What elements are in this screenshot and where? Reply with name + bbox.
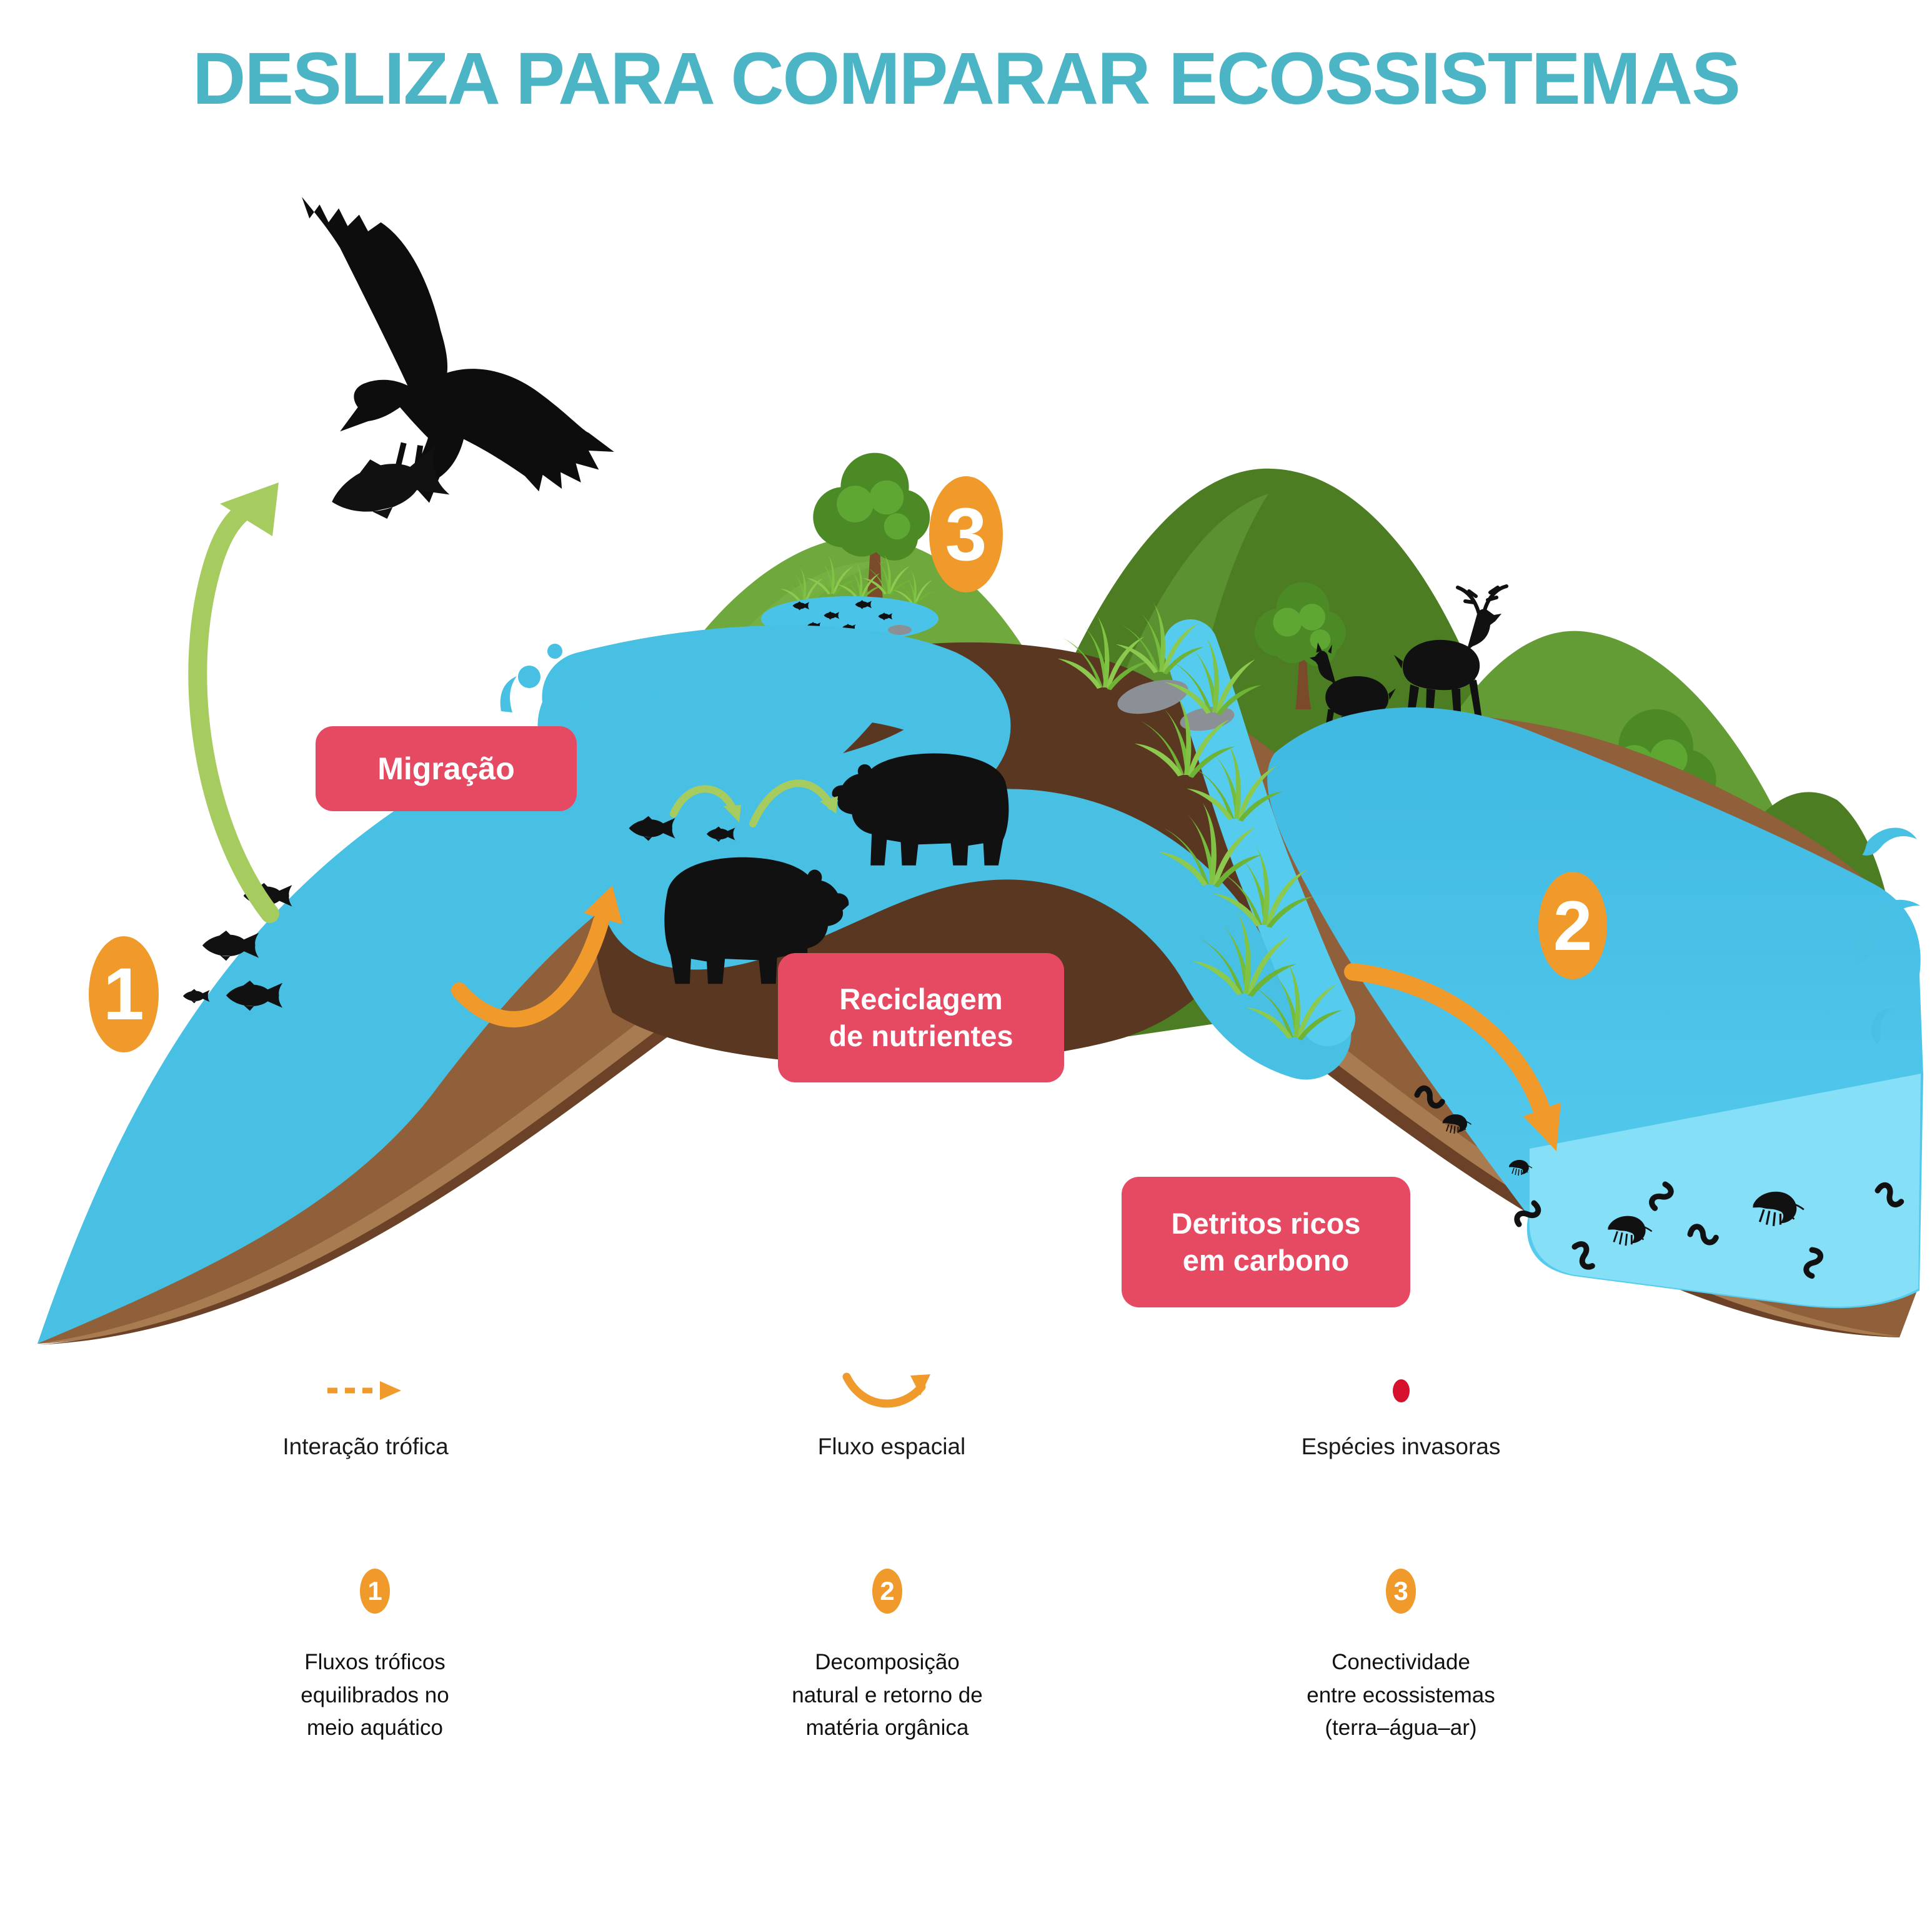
spatial-flow-arrow-left xyxy=(451,886,622,1027)
waterfall-splash-icon xyxy=(500,644,657,737)
label-carbon-detritus: Detritos ricos em carbono xyxy=(1122,1177,1410,1307)
legend-item-trophic: Interação trófica xyxy=(234,1356,497,1460)
page-title: DESLIZA PARA COMPARAR ECOSSISTEMAS xyxy=(192,37,1741,120)
osprey-icon xyxy=(302,197,614,532)
note-1: 1 Fluxos tróficos equilibrados no meio a… xyxy=(212,1569,537,1745)
note-text: Decomposição natural e retorno de matéri… xyxy=(792,1650,983,1740)
spatial-flow-arrow-icon xyxy=(760,1356,1023,1425)
spatial-flow-arrow-right xyxy=(1344,963,1561,1151)
legend-label: Espécies invasoras xyxy=(1301,1434,1501,1459)
note-text: Fluxos tróficos equilibrados no meio aqu… xyxy=(301,1650,449,1740)
water-cross-section xyxy=(1529,1074,1921,1307)
scene-badge-2: 2 xyxy=(1538,872,1607,979)
note-text: Conectividade entre ecossistemas (terra–… xyxy=(1307,1650,1495,1740)
green-migration-arrow xyxy=(188,482,279,923)
ecosystem-illustration xyxy=(37,197,1931,1345)
legend-item-invasive: Espécies invasoras xyxy=(1270,1356,1532,1460)
scene-badge-1: 1 xyxy=(89,936,159,1052)
note-badge-2: 2 xyxy=(872,1569,902,1614)
label-nutrient-recycling: Reciclagem de nutrientes xyxy=(778,953,1064,1082)
legend-label: Fluxo espacial xyxy=(817,1434,966,1459)
legend-item-spatial-flow: Fluxo espacial xyxy=(760,1356,1023,1460)
note-badge-1: 1 xyxy=(360,1569,390,1614)
caught-fish-icon xyxy=(323,441,452,532)
fish-jump-arc-icon xyxy=(670,779,838,827)
note-2: 2 Decomposição natural e retorno de maté… xyxy=(725,1569,1050,1745)
note-3: 3 Conectividade entre ecossistemas (terr… xyxy=(1238,1569,1563,1745)
label-migration: Migração xyxy=(316,726,577,811)
river xyxy=(542,625,1352,1080)
note-badge-3: 3 xyxy=(1386,1569,1416,1614)
scene-badge-3: 3 xyxy=(929,476,1003,592)
trophic-dashed-arrow-icon xyxy=(234,1356,497,1425)
legend-label: Interação trófica xyxy=(282,1434,449,1459)
ecosystem-comparison-slider[interactable]: Migração Reciclagem de nutrientes Detrit… xyxy=(0,0,1932,1350)
invasive-species-dot-icon xyxy=(1392,1379,1410,1402)
